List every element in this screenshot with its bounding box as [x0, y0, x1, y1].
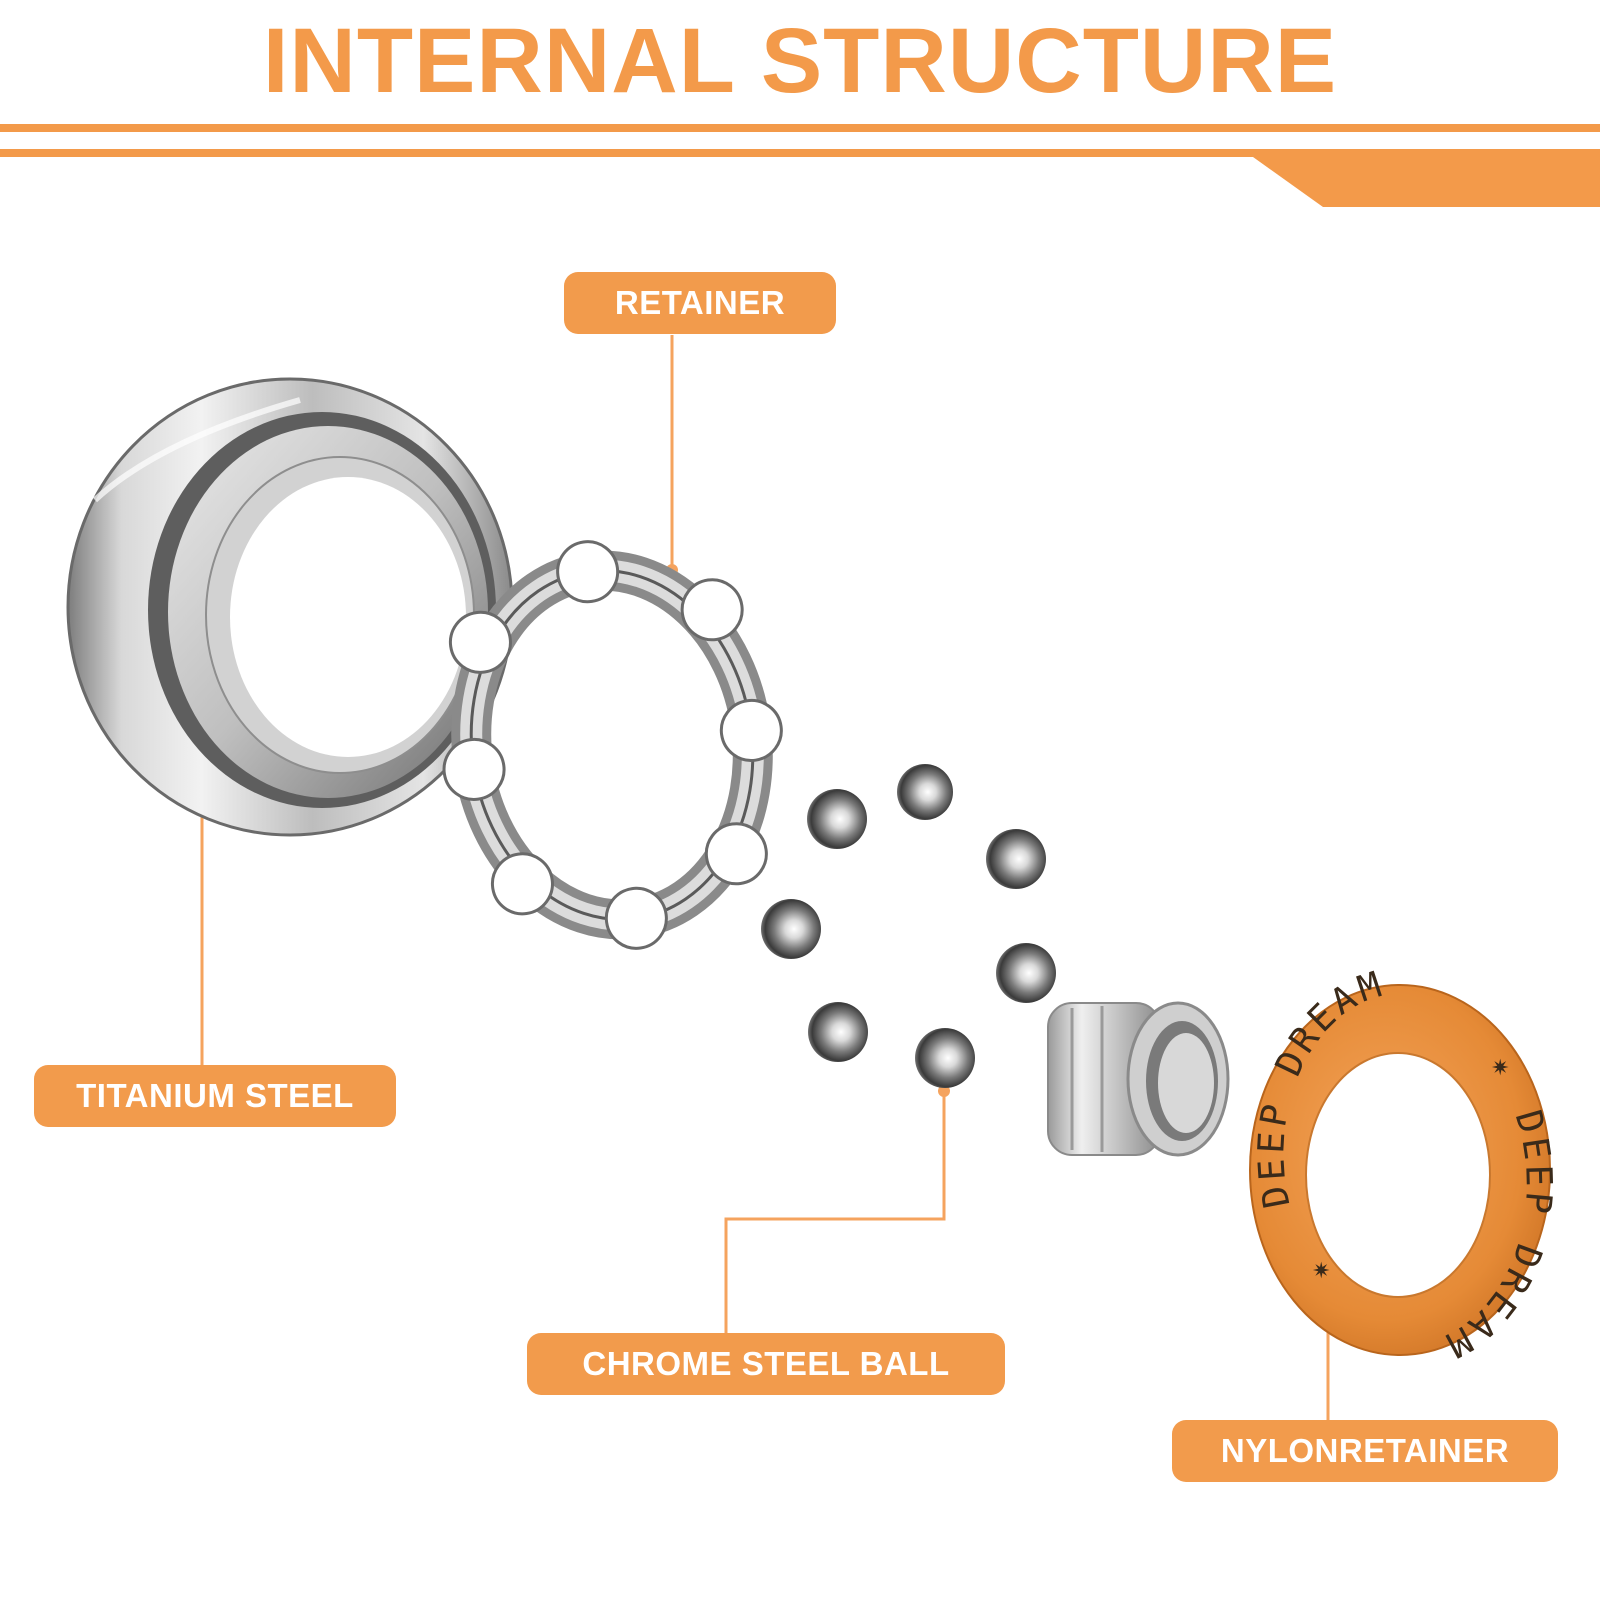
header-tab: [1253, 157, 1600, 207]
steel-balls: [761, 764, 1056, 1088]
nylon-ring-icon: DEEP DREAM DEEP DREAM ✷ ✷: [1249, 963, 1555, 1367]
leader-lines: [200, 335, 1330, 1420]
star-icon: ✷: [1312, 1258, 1330, 1283]
inner-ring-icon: [1047, 1001, 1230, 1157]
label-titanium-steel: TITANIUM STEEL: [34, 1065, 396, 1127]
retainer-cage-icon: [442, 540, 783, 950]
steel-ball-icon: [915, 1028, 975, 1088]
steel-ball-icon: [996, 943, 1056, 1003]
header-line-top: [0, 124, 1600, 132]
label-retainer: RETAINER: [564, 272, 836, 334]
label-nylon-retainer: NYLONRETAINER: [1172, 1420, 1558, 1482]
star-icon: ✷: [1491, 1055, 1509, 1080]
label-chrome-steel-ball: CHROME STEEL BALL: [527, 1333, 1005, 1395]
steel-ball-icon: [807, 789, 867, 849]
page-title: INTERNAL STRUCTURE: [262, 10, 1338, 112]
steel-ball-icon: [986, 829, 1046, 889]
steel-ball-icon: [897, 764, 953, 820]
steel-ball-icon: [761, 899, 821, 959]
header-line-bottom: [0, 149, 1600, 157]
outer-ring-icon: [66, 377, 514, 837]
steel-ball-icon: [808, 1002, 868, 1062]
